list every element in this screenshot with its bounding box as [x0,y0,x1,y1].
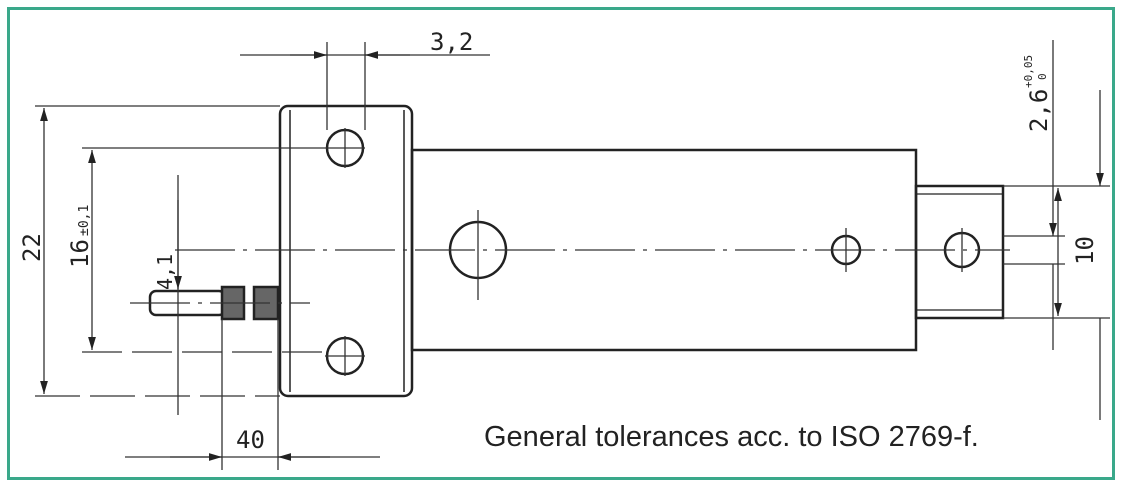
drawing-frame [7,7,1115,480]
shaft [914,184,1005,320]
dim-16-label: 16 [66,239,94,268]
dim-2-6-label: 2,6 [1025,89,1053,132]
dim-40-label: 40 [236,426,265,454]
dim-22-label: 22 [18,233,46,262]
dim-2-6-tol-upper: +0,05 [1022,55,1035,88]
dim-2-6-tol-lower: 0 [1036,73,1049,80]
dim-16-tolerance: ±0,1 [77,205,92,236]
dim-3-2-label: 3,2 [430,28,473,56]
dim-4-1-label: 4,1 [153,254,177,290]
tolerance-note: General tolerances acc. to ISO 2769-f. [484,421,979,453]
dim-10-label: 10 [1071,236,1099,265]
